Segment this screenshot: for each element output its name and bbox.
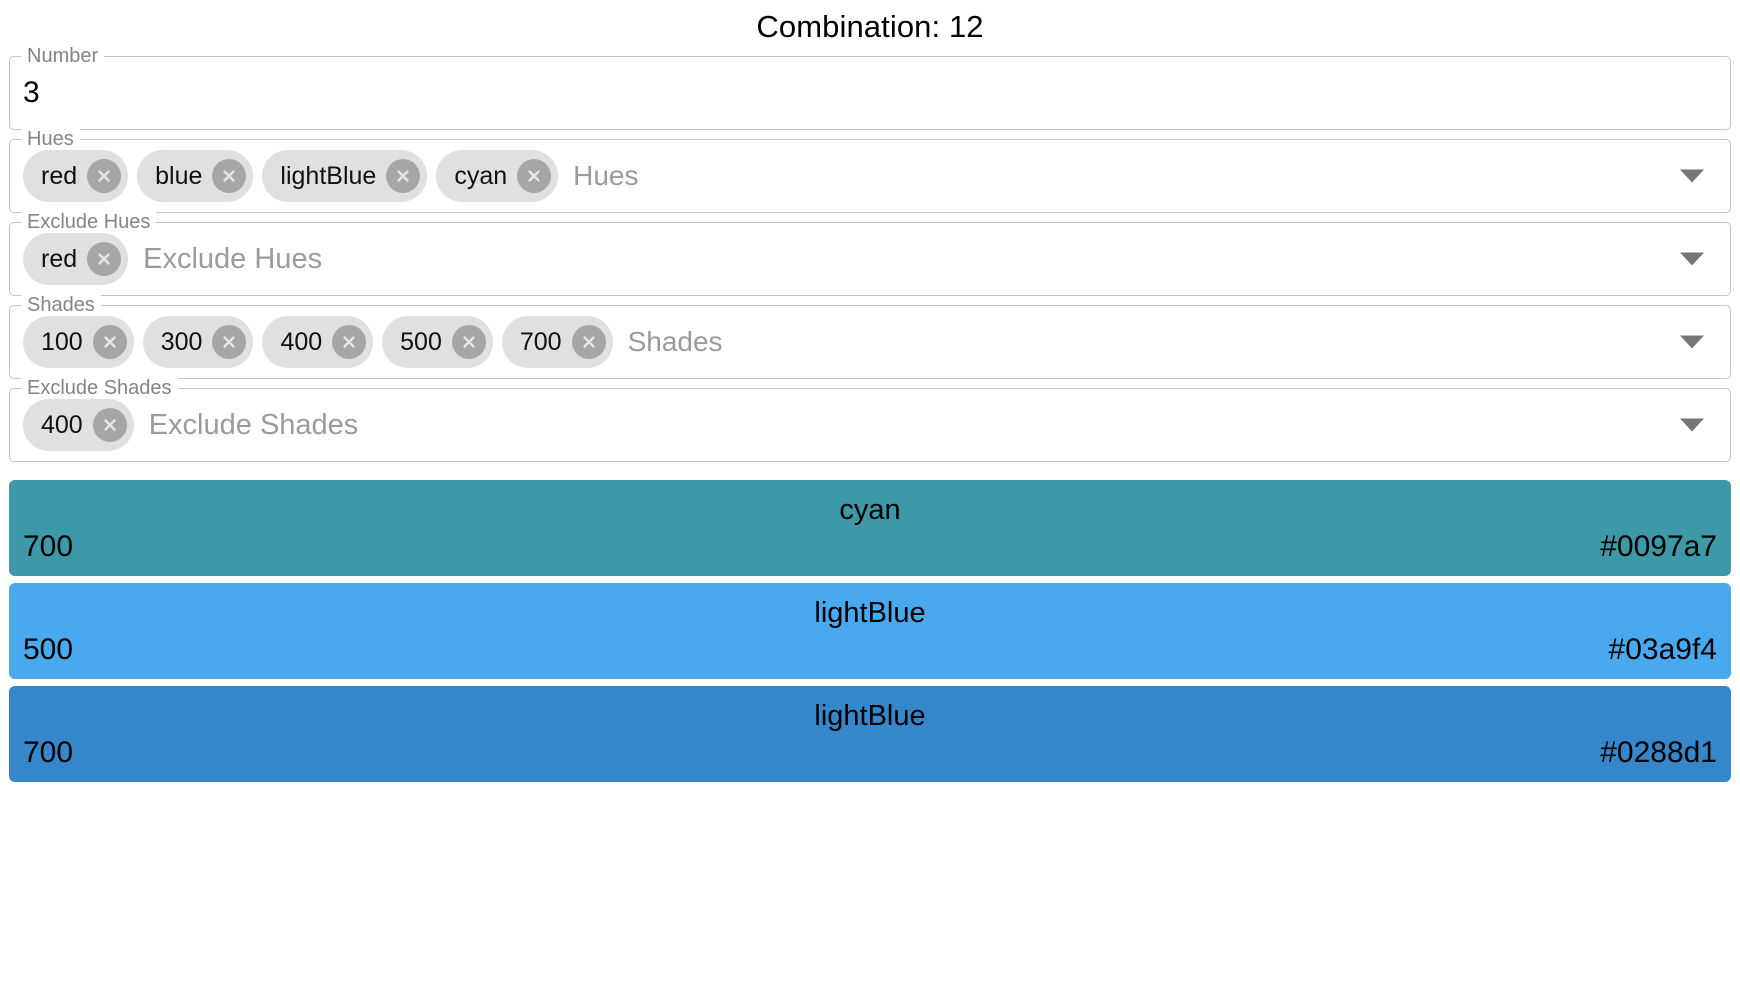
chip-label: red	[41, 244, 78, 273]
number-field-body[interactable]: 3	[10, 57, 1730, 129]
close-circle-icon[interactable]	[92, 408, 127, 442]
close-circle-icon[interactable]	[386, 159, 421, 193]
chevron-down-icon[interactable]	[1680, 169, 1704, 183]
chip-exclude-hue[interactable]: red	[23, 233, 129, 285]
color-hue-label: cyan	[839, 494, 901, 526]
exclude-shades-input-placeholder[interactable]: Exclude Shades	[148, 408, 359, 441]
chip-shade[interactable]: 500	[382, 316, 493, 368]
chip-label: 700	[519, 327, 562, 356]
number-field-legend: Number	[21, 46, 105, 66]
color-hex-label: #0097a7	[1600, 530, 1717, 563]
number-input-value[interactable]: 3	[23, 76, 40, 109]
exclude-shades-field-body[interactable]: 400 Exclude Shades	[10, 389, 1730, 461]
shades-input-placeholder[interactable]: Shades	[627, 326, 723, 357]
chip-shade[interactable]: 300	[142, 316, 254, 368]
chip-label: cyan	[454, 161, 508, 190]
close-circle-icon[interactable]	[87, 242, 122, 276]
chip-label: lightBlue	[280, 161, 377, 190]
shades-field[interactable]: Shades 100 300 400	[9, 295, 1731, 379]
color-shade-label: 700	[23, 736, 74, 769]
hues-field-body[interactable]: red blue lightBlue	[10, 140, 1730, 212]
color-hue-label: lightBlue	[814, 700, 926, 732]
exclude-hues-field[interactable]: Exclude Hues red Exclude Hues	[9, 212, 1731, 296]
exclude-hues-field-body[interactable]: red Exclude Hues	[10, 223, 1730, 295]
hues-input-placeholder[interactable]: Hues	[573, 160, 639, 191]
chip-label: 400	[280, 327, 323, 356]
shades-field-legend: Shades	[21, 295, 101, 315]
color-shade-label: 700	[23, 530, 74, 563]
hues-field[interactable]: Hues red blue lightBlue	[9, 129, 1731, 213]
close-circle-icon[interactable]	[571, 325, 606, 359]
chevron-down-icon[interactable]	[1680, 335, 1704, 349]
close-circle-icon[interactable]	[451, 325, 486, 359]
color-results-list: cyan 700 #0097a7 lightBlue 500 #03a9f4 l…	[0, 480, 1740, 782]
color-hue-label: lightBlue	[814, 597, 926, 629]
close-circle-icon[interactable]	[332, 325, 367, 359]
chip-label: 500	[400, 327, 442, 356]
chip-exclude-shade[interactable]: 400	[23, 399, 134, 451]
color-result-bar[interactable]: lightBlue 700 #0288d1	[9, 686, 1731, 782]
chip-shade[interactable]: 700	[501, 316, 613, 368]
chip-label: red	[41, 161, 78, 190]
page-title: Combination: 12	[756, 9, 984, 44]
chip-shade[interactable]: 100	[23, 316, 134, 368]
chip-label: 400	[41, 410, 83, 439]
close-circle-icon[interactable]	[212, 325, 247, 359]
chip-label: 300	[160, 327, 203, 356]
close-circle-icon[interactable]	[92, 325, 127, 359]
chip-hue[interactable]: cyan	[436, 150, 559, 202]
number-field[interactable]: Number 3	[9, 46, 1731, 130]
chip-hue[interactable]: lightBlue	[262, 150, 428, 202]
color-result-bar[interactable]: lightBlue 500 #03a9f4	[9, 583, 1731, 679]
exclude-shades-field-legend: Exclude Shades	[21, 378, 178, 398]
exclude-hues-input-placeholder[interactable]: Exclude Hues	[143, 242, 323, 275]
chip-label: 100	[41, 327, 83, 356]
color-result-bar[interactable]: cyan 700 #0097a7	[9, 480, 1731, 576]
chip-shade[interactable]: 400	[262, 316, 374, 368]
close-circle-icon[interactable]	[517, 159, 552, 193]
chevron-down-icon[interactable]	[1680, 418, 1704, 432]
color-hex-label: #03a9f4	[1608, 633, 1717, 666]
close-circle-icon[interactable]	[212, 159, 247, 193]
exclude-hues-field-legend: Exclude Hues	[21, 212, 157, 232]
exclude-shades-field[interactable]: Exclude Shades 400 Exclude Shades	[9, 378, 1731, 462]
chip-label: blue	[155, 161, 203, 190]
color-hex-label: #0288d1	[1600, 736, 1717, 769]
hues-field-legend: Hues	[21, 129, 80, 149]
color-shade-label: 500	[23, 633, 74, 666]
chip-hue[interactable]: blue	[137, 150, 254, 202]
chevron-down-icon[interactable]	[1680, 252, 1704, 266]
shades-field-body[interactable]: 100 300 400	[10, 306, 1730, 378]
close-circle-icon[interactable]	[87, 159, 122, 193]
filter-form: Number 3 Hues red blue	[0, 46, 1740, 462]
chip-hue[interactable]: red	[23, 150, 129, 202]
